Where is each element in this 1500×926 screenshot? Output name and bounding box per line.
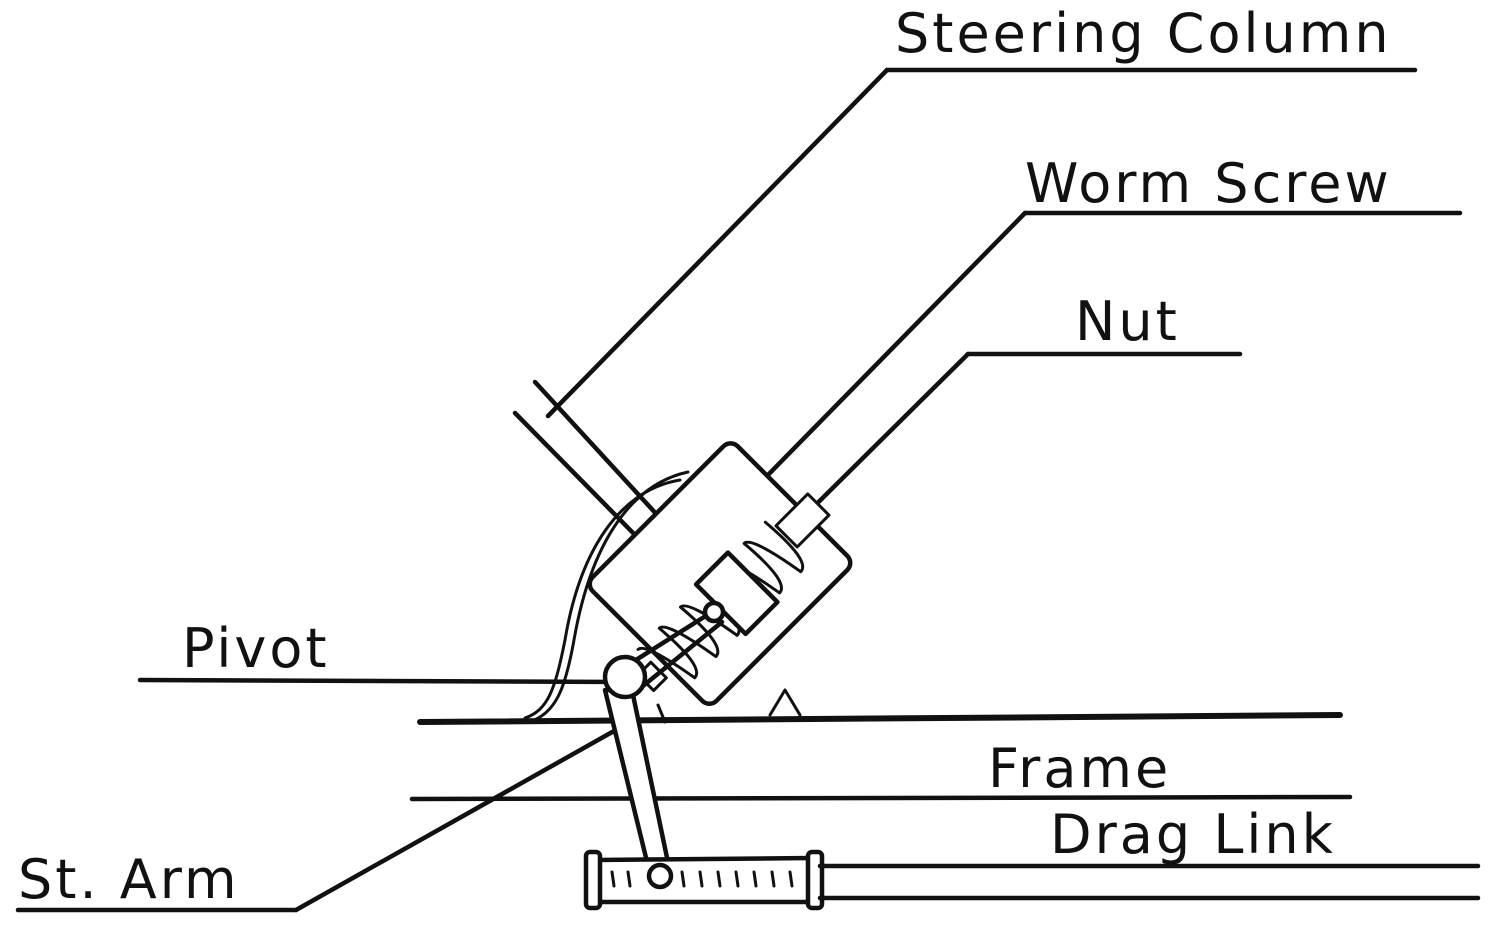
- frame-rails: [409, 712, 1353, 802]
- housing-foot: [768, 688, 802, 717]
- leader-steering-column: [545, 67, 1418, 419]
- label-nut: Nut: [1075, 290, 1180, 353]
- steering-arm: [602, 654, 673, 877]
- drag-link-hatching: [610, 870, 794, 888]
- cable: [523, 470, 690, 724]
- steering-column-shaft: [512, 379, 663, 543]
- drag-link: [583, 849, 1481, 911]
- leader-pivot: [137, 677, 628, 685]
- label-pivot: Pivot: [182, 617, 330, 680]
- label-drag-link: Drag Link: [1050, 803, 1336, 866]
- leader-steering-arm: [15, 719, 633, 913]
- label-steering-column: Steering Column: [895, 2, 1392, 65]
- nut-link: [625, 600, 726, 693]
- label-worm-screw: Worm Screw: [1025, 152, 1392, 215]
- leader-worm-screw: [711, 210, 1463, 533]
- leader-nut: [757, 351, 1243, 563]
- label-frame: Frame: [988, 737, 1171, 800]
- label-steering-arm: St. Arm: [18, 848, 240, 911]
